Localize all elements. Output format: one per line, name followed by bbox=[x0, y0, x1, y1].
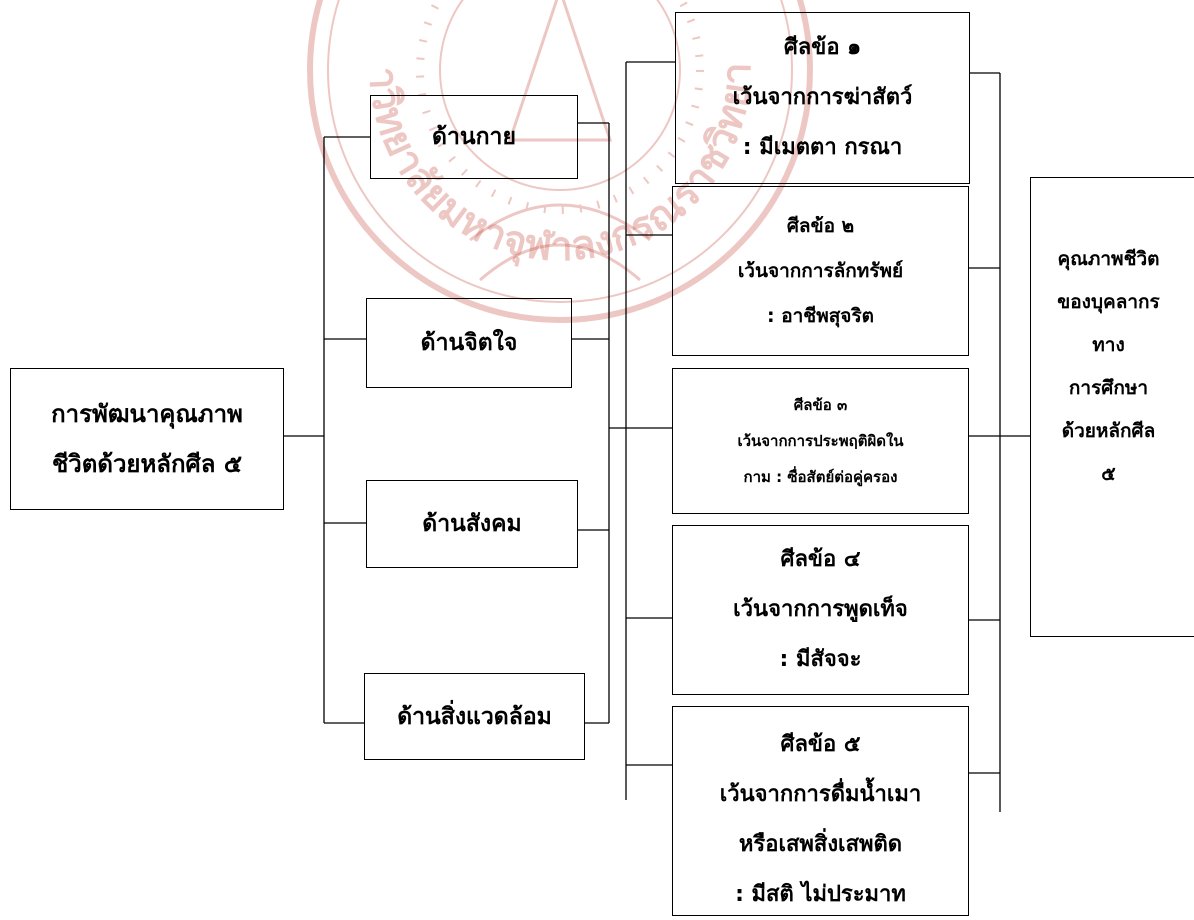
university-seal-watermark: มหาวิทยาลัยมหาจุฬาลงกรณราชวิทยาลัย bbox=[300, 0, 813, 323]
precept-line: หรือเสพสิ่งเสพติด bbox=[738, 832, 903, 857]
precept-line: : มีเมตตา กรณา bbox=[742, 135, 903, 160]
aspect-label: ด้านจิตใจ bbox=[420, 330, 518, 356]
aspect-node-social: ด้านสังคม bbox=[366, 480, 578, 568]
root-node: การพัฒนาคุณภาพ ชีวิตด้วยหลักศีล ๕ bbox=[10, 368, 284, 510]
precept-title: ศีลข้อ ๒ bbox=[786, 214, 855, 237]
aspect-label: ด้านกาย bbox=[432, 124, 516, 150]
result-line: คุณภาพชีวิต bbox=[1057, 248, 1160, 270]
precept-line: : มีสติ ไม่ประมาท bbox=[735, 882, 906, 907]
precept-title: ศีลข้อ ๔ bbox=[780, 547, 861, 572]
result-node: คุณภาพชีวิต ของบุคลากร ทาง การศึกษา ด้วย… bbox=[1030, 177, 1194, 637]
precept-line: เว้นจากการฆ่าสัตว์ bbox=[732, 85, 913, 110]
precept-node-3: ศีลข้อ ๓ เว้นจากการประพฤติผิดใน กาม : ซื… bbox=[672, 368, 969, 514]
precept-node-1: ศีลข้อ ๑ เว้นจากการฆ่าสัตว์ : มีเมตตา กร… bbox=[675, 12, 970, 184]
aspect-node-environment: ด้านสิ่งแวดล้อม bbox=[364, 673, 585, 760]
precept-line: เว้นจากการประพฤติผิดใน bbox=[737, 432, 904, 450]
result-line: ด้วยหลักศีล bbox=[1061, 420, 1156, 442]
precept-line: : มีสัจจะ bbox=[779, 647, 862, 672]
aspect-node-mind: ด้านจิตใจ bbox=[366, 298, 572, 388]
precept-title: ศีลข้อ ๑ bbox=[783, 35, 862, 60]
precept-line: เว้นจากการพูดเท็จ bbox=[733, 597, 908, 622]
precept-node-2: ศีลข้อ ๒ เว้นจากการลักทรัพย์ : อาชีพสุจร… bbox=[672, 186, 969, 356]
precept-node-5: ศีลข้อ ๕ เว้นจากการดื่มน้ำเมา หรือเสพสิ่… bbox=[672, 706, 969, 916]
precept-title: ศีลข้อ ๓ bbox=[793, 396, 848, 414]
precept-line: เว้นจากการดื่มน้ำเมา bbox=[719, 782, 922, 807]
result-line: ของบุคลากร bbox=[1057, 291, 1160, 313]
root-line-2: ชีวิตด้วยหลักศีล ๕ bbox=[52, 450, 242, 478]
root-line-1: การพัฒนาคุณภาพ bbox=[51, 400, 243, 428]
precept-line: กาม : ซื่อสัตย์ต่อคู่ครอง bbox=[743, 468, 898, 486]
result-line: ๕ bbox=[1101, 463, 1116, 485]
result-line: ทาง bbox=[1092, 334, 1125, 356]
result-line: การศึกษา bbox=[1068, 377, 1149, 399]
aspect-node-body: ด้านกาย bbox=[370, 95, 578, 179]
precept-line: เว้นจากการลักทรัพย์ bbox=[737, 259, 904, 282]
precept-title: ศีลข้อ ๕ bbox=[780, 732, 861, 757]
aspect-label: ด้านสิ่งแวดล้อม bbox=[397, 703, 552, 730]
precept-line: : อาชีพสุจริต bbox=[767, 304, 874, 327]
precept-node-4: ศีลข้อ ๔ เว้นจากการพูดเท็จ : มีสัจจะ bbox=[672, 525, 969, 695]
aspect-label: ด้านสังคม bbox=[422, 511, 522, 537]
